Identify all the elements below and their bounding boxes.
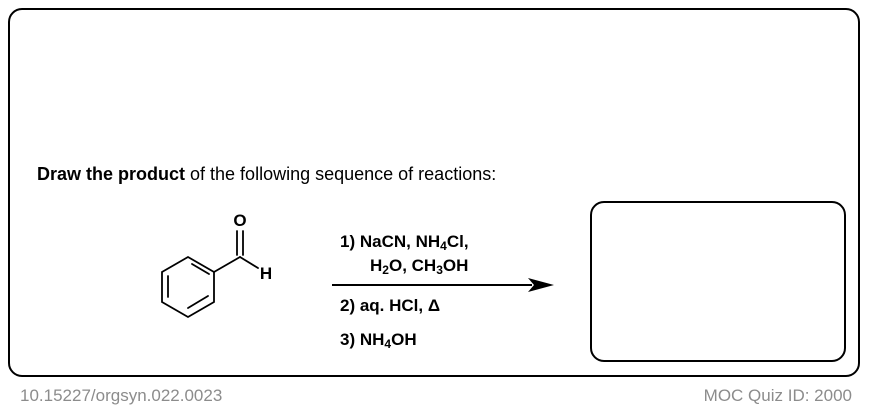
- quiz-id: MOC Quiz ID: 2000: [703, 386, 852, 405]
- reaction-arrow: [332, 278, 554, 292]
- doi-reference: 10.15227/orgsyn.022.0023: [20, 386, 223, 405]
- oxygen-label: O: [233, 211, 246, 230]
- benzaldehyde-structure: O H: [161, 211, 272, 319]
- ring-double-bond-2: [187, 295, 209, 309]
- aldehyde-ch-bond: [239, 256, 259, 269]
- step-3: 3) NH4OH: [340, 330, 417, 351]
- step-1-line-2: H2O, CH3OH: [370, 256, 469, 277]
- step-2: 2) aq. HCl, Δ: [340, 296, 441, 315]
- prompt-bold: Draw the product: [37, 164, 186, 184]
- ring-to-carbonyl-bond: [213, 256, 241, 273]
- hydrogen-label: H: [260, 264, 272, 283]
- question-prompt: Draw the product of the following sequen…: [37, 163, 496, 185]
- reaction-conditions: 1) NaCN, NH4Cl, H2O, CH3OH 2) aq. HCl, Δ…: [332, 0, 572, 416]
- prompt-rest: of the following sequence of reactions:: [185, 164, 497, 184]
- answer-box[interactable]: [590, 201, 846, 362]
- ring-double-bond-1: [191, 263, 210, 275]
- step-1-line-1: 1) NaCN, NH4Cl,: [340, 232, 469, 253]
